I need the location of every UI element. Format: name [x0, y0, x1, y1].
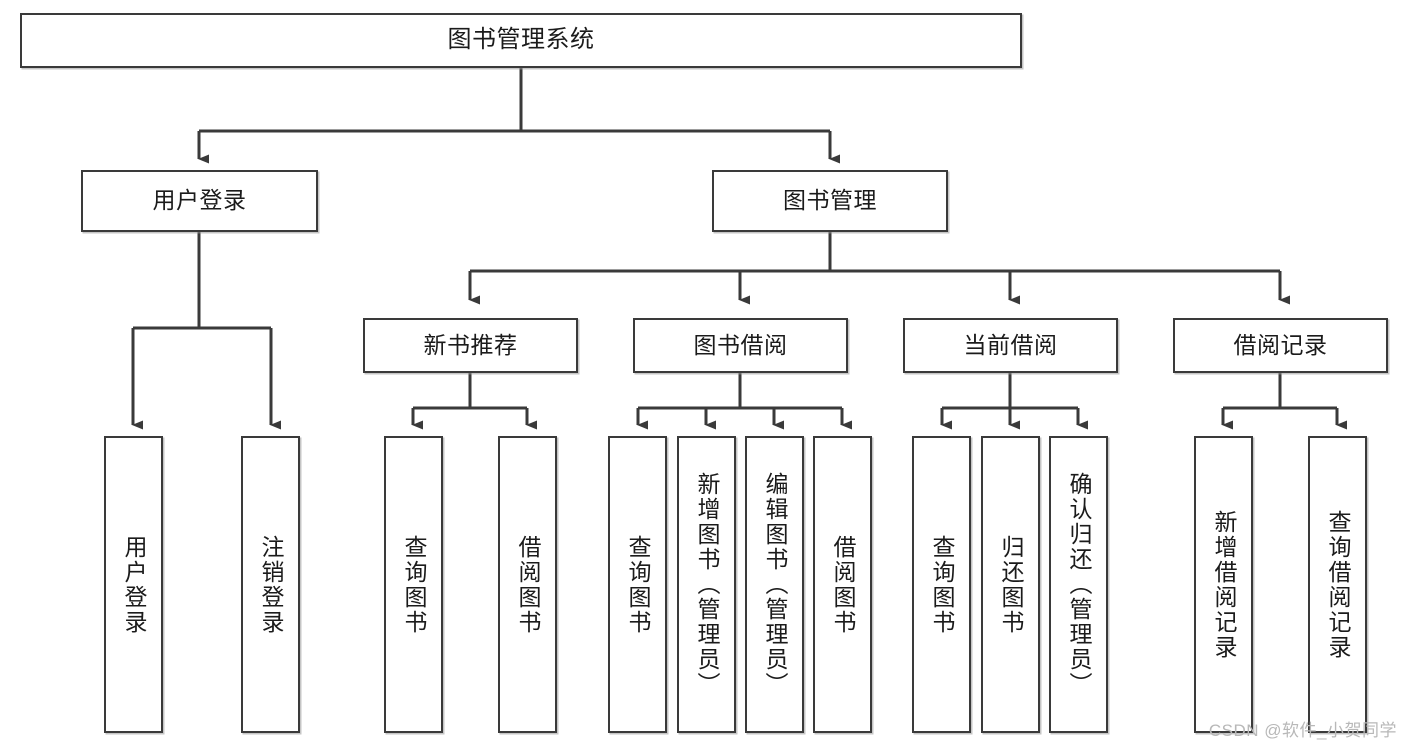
- node-user-login[interactable]: 用户登录: [81, 170, 318, 232]
- node-label: 查询图书: [625, 534, 651, 635]
- node-label: 归还图书: [998, 534, 1024, 635]
- node-label: 查询借阅记录: [1325, 509, 1351, 660]
- node-label: 当前借阅: [963, 331, 1058, 358]
- leaf-borrow-book[interactable]: 借阅图书: [813, 436, 872, 733]
- node-new-book-recommend[interactable]: 新书推荐: [363, 318, 578, 373]
- leaf-return-book[interactable]: 归还图书: [981, 436, 1040, 733]
- node-label: 用户登录: [121, 534, 147, 635]
- node-book-management[interactable]: 图书管理: [712, 170, 948, 232]
- node-current-borrow[interactable]: 当前借阅: [903, 318, 1118, 373]
- leaf-borrow-book-recommend[interactable]: 借阅图书: [498, 436, 557, 733]
- node-root-system[interactable]: 图书管理系统: [20, 13, 1022, 68]
- node-label: 图书借阅: [693, 331, 788, 358]
- node-label: 图书管理系统: [447, 26, 595, 54]
- node-label: 查询图书: [929, 534, 955, 635]
- node-label: 查询图书: [401, 534, 427, 635]
- node-label: 新书推荐: [423, 331, 518, 358]
- node-label: 借阅图书: [830, 534, 856, 635]
- node-book-borrow[interactable]: 图书借阅: [633, 318, 848, 373]
- node-label: 新增借阅记录: [1211, 509, 1237, 660]
- leaf-logout[interactable]: 注销登录: [241, 436, 300, 733]
- node-label: 图书管理: [783, 187, 877, 214]
- node-label: 新增图书（管理员）: [694, 472, 720, 697]
- node-label: 确认归还（管理员）: [1066, 472, 1092, 697]
- node-label: 注销登录: [258, 534, 284, 635]
- leaf-edit-book-admin[interactable]: 编辑图书（管理员）: [745, 436, 804, 733]
- node-label: 用户登录: [152, 187, 247, 214]
- leaf-query-borrow-record[interactable]: 查询借阅记录: [1308, 436, 1367, 733]
- leaf-confirm-return-admin[interactable]: 确认归还（管理员）: [1049, 436, 1108, 733]
- node-label: 编辑图书（管理员）: [762, 472, 788, 697]
- leaf-query-book-current[interactable]: 查询图书: [912, 436, 971, 733]
- leaf-user-login[interactable]: 用户登录: [104, 436, 163, 733]
- leaf-query-book-recommend[interactable]: 查询图书: [384, 436, 443, 733]
- leaf-add-book-admin[interactable]: 新增图书（管理员）: [677, 436, 736, 733]
- leaf-query-book-borrow[interactable]: 查询图书: [608, 436, 667, 733]
- node-label: 借阅图书: [515, 534, 541, 635]
- csdn-watermark: CSDN @软件_小贺同学: [1208, 721, 1397, 740]
- node-borrow-record[interactable]: 借阅记录: [1173, 318, 1388, 373]
- leaf-add-borrow-record[interactable]: 新增借阅记录: [1194, 436, 1253, 733]
- node-label: 借阅记录: [1233, 331, 1328, 358]
